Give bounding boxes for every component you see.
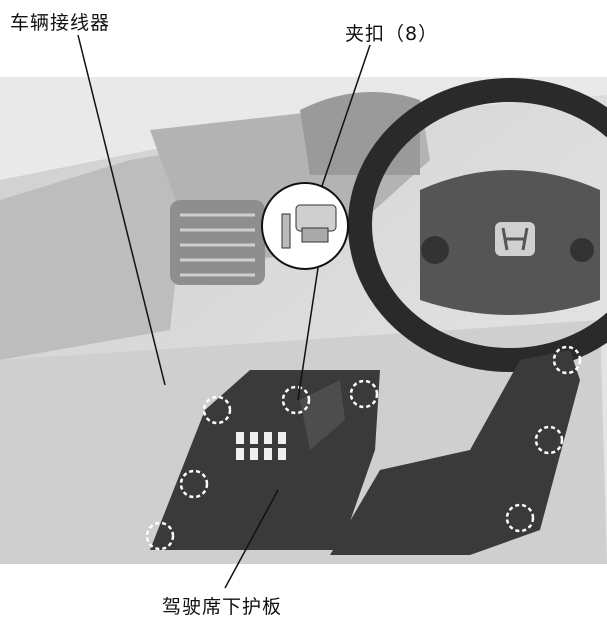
clip-label: 夹扣（8） [345, 23, 439, 45]
switch-block [236, 432, 286, 460]
car-interior-photo [0, 77, 607, 564]
air-vent [170, 200, 265, 285]
vehicle-connector-label: 车辆接线器 [10, 12, 111, 34]
clip-marker-icon [145, 345, 582, 551]
driver-lower-cover-label: 驾驶席下护板 [162, 596, 283, 618]
right-lower-cover-panel [330, 350, 580, 555]
leader-lines [77, 34, 371, 589]
steering-wheel [348, 78, 607, 372]
clip-detail-callout [261, 182, 349, 270]
honda-logo-icon [495, 222, 535, 256]
